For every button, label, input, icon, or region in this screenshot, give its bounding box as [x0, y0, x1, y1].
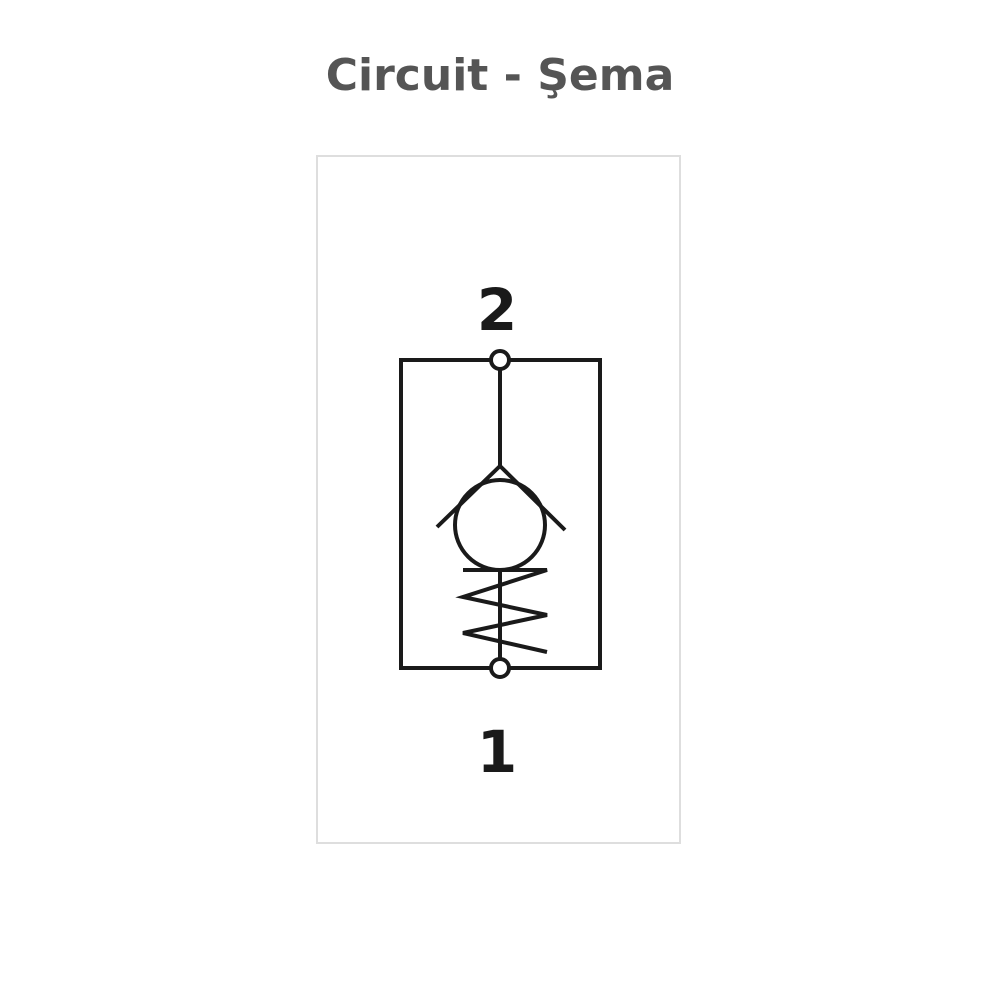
port-1-connector: [489, 657, 511, 679]
port-label-1: 1: [477, 718, 517, 786]
spring: [455, 568, 548, 654]
port-2-connector: [489, 349, 511, 371]
port-label-2: 2: [477, 276, 517, 344]
diagram-frame: [316, 155, 681, 844]
page-title: Circuit - Şema: [325, 50, 675, 101]
check-ball: [453, 478, 547, 572]
